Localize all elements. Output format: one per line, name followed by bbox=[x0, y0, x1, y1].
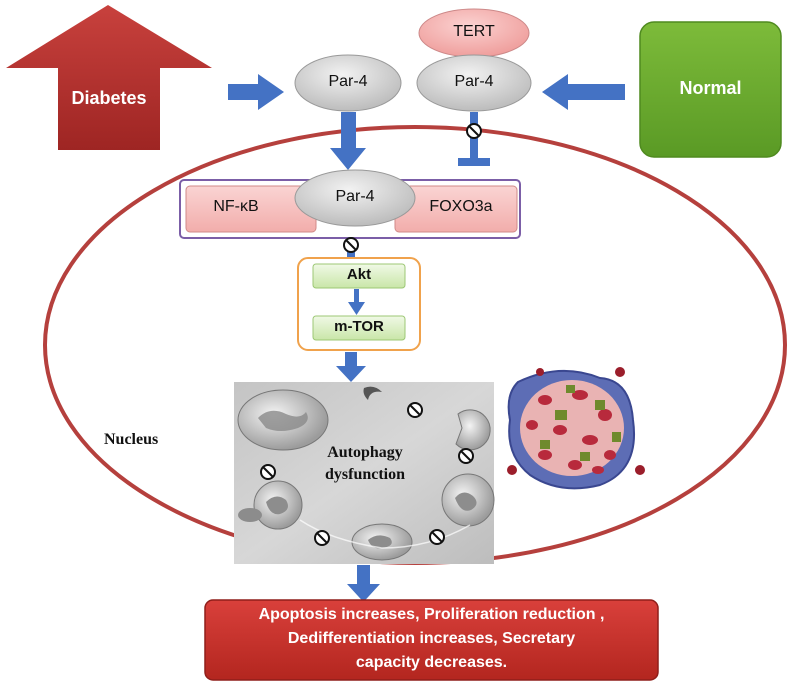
arrow-akt-to-mtor bbox=[348, 289, 365, 315]
diabetes-up-arrow bbox=[6, 5, 212, 150]
par4-right-label: Par-4 bbox=[454, 73, 494, 90]
outcome-line1: Apoptosis increases, Proliferation reduc… bbox=[258, 606, 605, 623]
diabetes-label: Diabetes bbox=[71, 88, 147, 108]
mtor-box bbox=[312, 315, 406, 341]
par4-left-label: Par-4 bbox=[328, 73, 368, 90]
tert-label: TERT bbox=[453, 23, 495, 40]
inhibition-bar bbox=[458, 158, 490, 166]
no-symbol-icon bbox=[260, 464, 276, 480]
no-symbol-icon bbox=[314, 530, 330, 546]
outcome-line3: capacity decreases. bbox=[355, 654, 508, 671]
par4-center-label: Par-4 bbox=[335, 188, 375, 205]
arrow-normal-to-par4 bbox=[542, 74, 625, 110]
autophagy-label-line2: dysfunction bbox=[324, 466, 406, 483]
mtor-label: m-TOR bbox=[334, 318, 384, 335]
arrow-to-outcome bbox=[347, 565, 380, 602]
outcome-line2: Dedifferentiation increases, Secretary bbox=[287, 630, 576, 647]
par4-right-ellipse bbox=[416, 54, 532, 112]
no-symbol-icon bbox=[429, 529, 445, 545]
no-symbol-icon bbox=[407, 402, 423, 418]
arrow-to-autophagy bbox=[336, 352, 366, 382]
autophagy-cells bbox=[237, 386, 495, 561]
autophagy-label-line1: Autophagy bbox=[327, 444, 403, 461]
outcome-box bbox=[204, 599, 659, 681]
nucleus-label: Nucleus bbox=[104, 431, 159, 448]
normal-box bbox=[639, 21, 782, 158]
no-symbol-icon bbox=[458, 448, 474, 464]
akt-label: Akt bbox=[346, 266, 372, 283]
islet-illustration bbox=[507, 367, 645, 490]
par4-left-ellipse bbox=[294, 54, 402, 112]
no-symbol-icon bbox=[343, 237, 359, 253]
foxo3a-label: FOXO3a bbox=[429, 198, 493, 215]
arrow-diabetes-to-par4 bbox=[228, 74, 284, 110]
akt-box bbox=[312, 263, 406, 289]
no-symbol-icon bbox=[466, 123, 482, 139]
nfkb-label: NF-κB bbox=[213, 198, 259, 215]
normal-label: Normal bbox=[679, 78, 742, 98]
par4-center-ellipse bbox=[294, 169, 416, 227]
arrow-par4-down bbox=[330, 112, 366, 170]
